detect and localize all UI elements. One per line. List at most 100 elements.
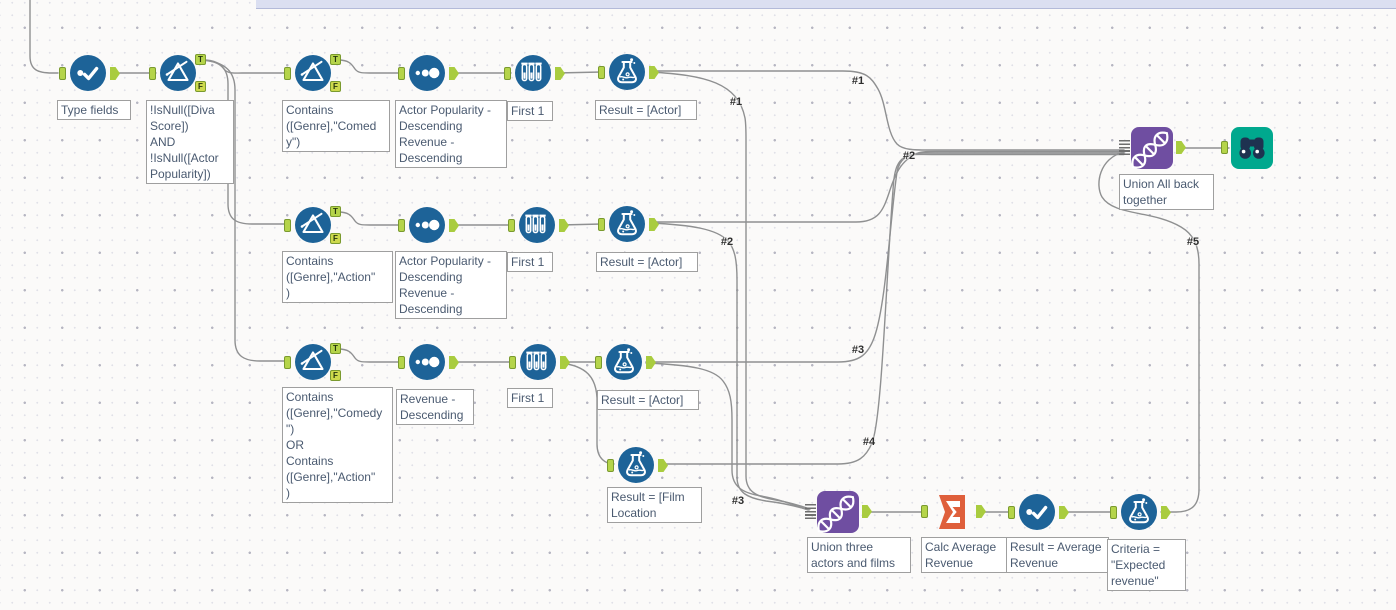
sample-tool-icon[interactable]	[519, 343, 557, 381]
tool-sort-actor-popularity-2[interactable]	[398, 206, 459, 244]
input-anchor[interactable]	[504, 67, 511, 80]
input-anchor[interactable]	[595, 356, 602, 369]
connection-wire[interactable]	[649, 71, 811, 510]
tool-annotation[interactable]: Contains ([Genre],"Comedy ") OR Contains…	[282, 387, 393, 503]
tool-annotation[interactable]: First 1	[507, 101, 553, 121]
false-output-anchor[interactable]: F	[330, 233, 341, 244]
output-anchor[interactable]	[1161, 506, 1171, 519]
filter-tool-icon[interactable]	[159, 54, 197, 92]
browse-tool-icon[interactable]	[1231, 127, 1273, 169]
tool-annotation[interactable]: Calc Average Revenue	[921, 537, 1007, 573]
connection-wire[interactable]	[649, 150, 1125, 223]
input-anchor[interactable]	[284, 67, 291, 80]
sort-tool-icon[interactable]	[408, 54, 446, 92]
tool-formula-film-location[interactable]	[607, 446, 668, 484]
tool-annotation[interactable]: First 1	[507, 252, 553, 272]
output-anchor[interactable]	[1059, 506, 1069, 519]
tool-union-three-actors[interactable]	[805, 491, 872, 533]
tool-annotation[interactable]: Result = [Actor]	[597, 390, 699, 410]
filter-tool-icon[interactable]	[294, 206, 332, 244]
tool-annotation[interactable]: Result = [Film Location	[607, 487, 702, 523]
formula-tool-icon[interactable]	[608, 205, 646, 243]
formula-tool-icon[interactable]	[617, 446, 655, 484]
output-anchor[interactable]	[449, 219, 459, 232]
output-anchor[interactable]	[976, 505, 986, 518]
tool-annotation[interactable]: Union three actors and films	[807, 537, 911, 573]
output-anchor[interactable]	[1176, 141, 1186, 154]
input-anchor[interactable]	[398, 219, 405, 232]
multi-input-anchor[interactable]	[1119, 140, 1130, 155]
sample-tool-icon[interactable]	[514, 54, 552, 92]
tool-annotation[interactable]: Actor Popularity - Descending Revenue - …	[395, 251, 507, 319]
connection-wire[interactable]	[201, 59, 290, 362]
connection-wire[interactable]	[337, 211, 405, 226]
false-output-anchor[interactable]: F	[330, 370, 341, 381]
connection-wire[interactable]	[337, 59, 405, 74]
tool-annotation[interactable]: Result = [Actor]	[596, 252, 698, 272]
union-tool-icon[interactable]	[1131, 127, 1173, 169]
output-anchor[interactable]	[862, 505, 872, 518]
formula-tool-icon[interactable]	[1120, 493, 1158, 531]
formula-tool-icon[interactable]	[608, 53, 646, 91]
tool-formula-actor-1[interactable]	[598, 53, 659, 91]
true-output-anchor[interactable]: T	[330, 343, 341, 354]
sort-tool-icon[interactable]	[408, 343, 446, 381]
tool-annotation[interactable]: Result = Average Revenue	[1006, 537, 1109, 573]
tool-sample-first1-c[interactable]	[509, 343, 570, 381]
false-output-anchor[interactable]: F	[330, 81, 341, 92]
output-anchor[interactable]	[449, 67, 459, 80]
input-anchor[interactable]	[598, 66, 605, 79]
tool-formula-actor-3[interactable]	[595, 343, 656, 381]
true-output-anchor[interactable]: T	[330, 206, 341, 217]
connection-wire[interactable]	[645, 152, 1125, 363]
connection-wire[interactable]	[29, 0, 59, 74]
tool-union-all-back[interactable]	[1119, 127, 1186, 169]
filter-tool-icon[interactable]	[294, 343, 332, 381]
output-anchor[interactable]	[649, 218, 659, 231]
tool-sort-actor-popularity-1[interactable]	[398, 54, 459, 92]
input-anchor[interactable]	[398, 67, 405, 80]
output-anchor[interactable]	[555, 67, 565, 80]
input-anchor[interactable]	[509, 356, 516, 369]
tool-annotation[interactable]: Type fields	[57, 100, 131, 120]
connection-wire[interactable]	[337, 348, 405, 363]
sample-tool-icon[interactable]	[518, 206, 556, 244]
connection-wire[interactable]	[658, 153, 1125, 465]
output-anchor[interactable]	[646, 356, 656, 369]
input-anchor[interactable]	[1008, 506, 1015, 519]
tool-sample-first1-a[interactable]	[504, 54, 565, 92]
input-anchor[interactable]	[398, 356, 405, 369]
tool-annotation[interactable]: Contains ([Genre],"Comed y")	[282, 100, 390, 152]
input-anchor[interactable]	[149, 67, 156, 80]
formula-tool-icon[interactable]	[605, 343, 643, 381]
output-anchor[interactable]	[559, 219, 569, 232]
tool-annotation[interactable]: Contains ([Genre],"Action" )	[282, 251, 393, 303]
tool-annotation[interactable]: !IsNull([Diva Score]) AND !IsNull([Actor…	[146, 100, 234, 184]
input-anchor[interactable]	[607, 459, 614, 472]
false-output-anchor[interactable]: F	[195, 81, 206, 92]
sort-tool-icon[interactable]	[408, 206, 446, 244]
tool-select-type-fields[interactable]	[59, 54, 120, 92]
tool-annotation[interactable]: Criteria = "Expected revenue"	[1107, 539, 1186, 591]
tool-sample-first1-b[interactable]	[508, 206, 569, 244]
tool-annotation[interactable]: First 1	[507, 388, 553, 408]
filter-tool-icon[interactable]	[294, 54, 332, 92]
output-anchor[interactable]	[110, 67, 120, 80]
tool-formula-actor-2[interactable]	[598, 205, 659, 243]
union-tool-icon[interactable]	[817, 491, 859, 533]
output-anchor[interactable]	[649, 66, 659, 79]
tool-annotation[interactable]: Revenue - Descending	[396, 389, 474, 425]
true-output-anchor[interactable]: T	[330, 54, 341, 65]
input-anchor[interactable]	[1110, 506, 1117, 519]
tool-annotation[interactable]: Result = [Actor]	[595, 100, 697, 120]
output-anchor[interactable]	[658, 459, 668, 472]
multi-input-anchor[interactable]	[805, 504, 816, 519]
input-anchor[interactable]	[921, 505, 928, 518]
connection-wire[interactable]	[645, 362, 809, 511]
input-anchor[interactable]	[284, 219, 291, 232]
select-tool-icon[interactable]	[1018, 493, 1056, 531]
connection-wire[interactable]	[649, 222, 810, 511]
